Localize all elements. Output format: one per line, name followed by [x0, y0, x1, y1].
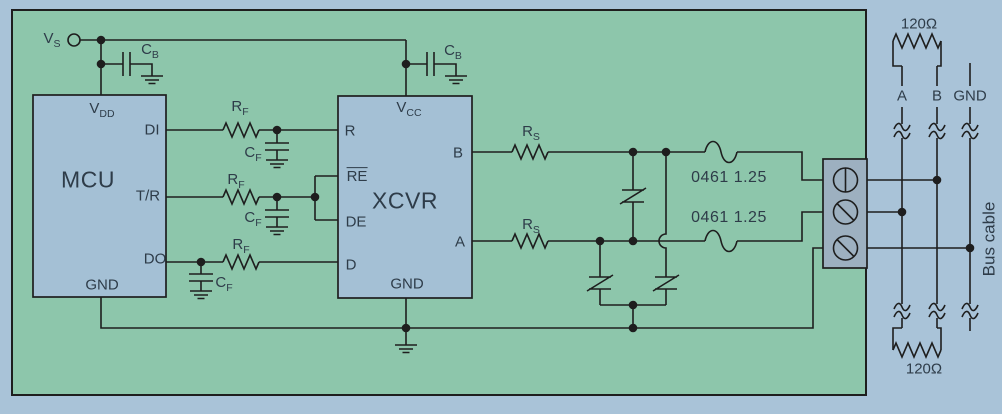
xcvr-pin-re: RE — [346, 167, 368, 186]
tr-net — [166, 175, 338, 236]
ground-symbol-icon — [395, 344, 417, 354]
rs-label-a: RS — [522, 215, 540, 236]
mcu-pin-gnd: GND — [85, 276, 119, 294]
bypass-cap-xcvr — [406, 52, 467, 85]
tvs-a-gnd-icon — [586, 241, 614, 305]
fuse-a-icon — [704, 229, 738, 253]
mcu-pin-do: DO — [143, 250, 167, 268]
cf-cap-tr — [265, 197, 289, 236]
cb-label-mcu: CB — [141, 40, 159, 61]
cf-cap-do — [189, 262, 213, 300]
termination-label-bottom: 120Ω — [905, 360, 943, 378]
rf-label-do: RF — [232, 235, 250, 256]
screw-terminal-3-icon — [832, 235, 859, 261]
vs-label: VS — [43, 29, 61, 50]
cf-label-do: CF — [215, 273, 233, 294]
screw-terminal-2-icon — [832, 199, 859, 225]
mcu-block — [32, 94, 167, 298]
rf-resistor-do — [222, 252, 260, 272]
rf-label-di: RF — [231, 97, 249, 118]
xcvr-title: XCVR — [372, 187, 438, 214]
termination-resistor-bottom — [892, 340, 942, 360]
bus-cable-label: Bus cable — [979, 201, 999, 277]
mcu-pin-vdd: VDD — [89, 99, 115, 120]
bus-stub-wires — [867, 175, 975, 253]
fuse-label-b: 0461 1.25 — [691, 169, 767, 186]
break-mark-a-bottom-icon — [893, 302, 911, 320]
mcu-pin-tr: T/R — [135, 187, 161, 205]
do-net — [166, 252, 338, 300]
xcvr-block — [337, 95, 473, 299]
bus-termination-bottom — [892, 327, 942, 360]
rf-label-tr: RF — [227, 170, 245, 191]
break-mark-b-bottom-icon — [928, 302, 946, 320]
mcu-title: MCU — [61, 166, 115, 193]
break-mark-gnd-bottom-icon — [961, 302, 979, 320]
break-mark-gnd-top-icon — [961, 122, 979, 140]
bus-line-label-a: A — [896, 87, 908, 105]
b-line-net — [472, 140, 823, 181]
di-net — [166, 120, 338, 169]
rs-resistor-a — [511, 231, 549, 251]
cf-cap-di — [265, 130, 289, 169]
break-mark-b-top-icon — [928, 122, 946, 140]
fuse-label-a: 0461 1.25 — [691, 209, 767, 226]
bus-line-label-gnd: GND — [953, 87, 987, 105]
xcvr-pin-b: B — [452, 144, 464, 162]
xcvr-pin-de: DE — [345, 213, 367, 231]
mcu-pin-di: DI — [144, 121, 160, 139]
cf-label-di: CF — [244, 143, 262, 164]
xcvr-pin-a: A — [454, 233, 466, 251]
bus-termination-top — [892, 31, 942, 67]
tvs-b-gnd-icon — [652, 152, 680, 305]
rf-resistor-di — [222, 120, 260, 140]
fuse-b-icon — [704, 140, 738, 164]
cf-label-tr: CF — [244, 208, 262, 229]
xcvr-pin-d: D — [345, 256, 357, 274]
rs-resistor-b — [511, 142, 549, 162]
terminal-block — [822, 158, 868, 269]
tvs-b-a-icon — [619, 152, 647, 241]
supply-net — [67, 33, 411, 96]
xcvr-pin-r: R — [344, 122, 356, 140]
bus-lines — [893, 63, 979, 331]
cb-label-xcvr: CB — [444, 41, 462, 62]
rs-label-b: RS — [522, 122, 540, 143]
xcvr-pin-vcc: VCC — [396, 98, 422, 119]
bus-line-label-b: B — [931, 87, 943, 105]
xcvr-pin-gnd: GND — [390, 275, 424, 293]
tvs-protection — [586, 152, 680, 328]
termination-label-top: 120Ω — [900, 15, 938, 33]
break-mark-a-top-icon — [893, 122, 911, 140]
termination-resistor-top — [892, 31, 942, 51]
bypass-cap-mcu — [101, 52, 163, 85]
rf-resistor-tr — [222, 187, 260, 207]
